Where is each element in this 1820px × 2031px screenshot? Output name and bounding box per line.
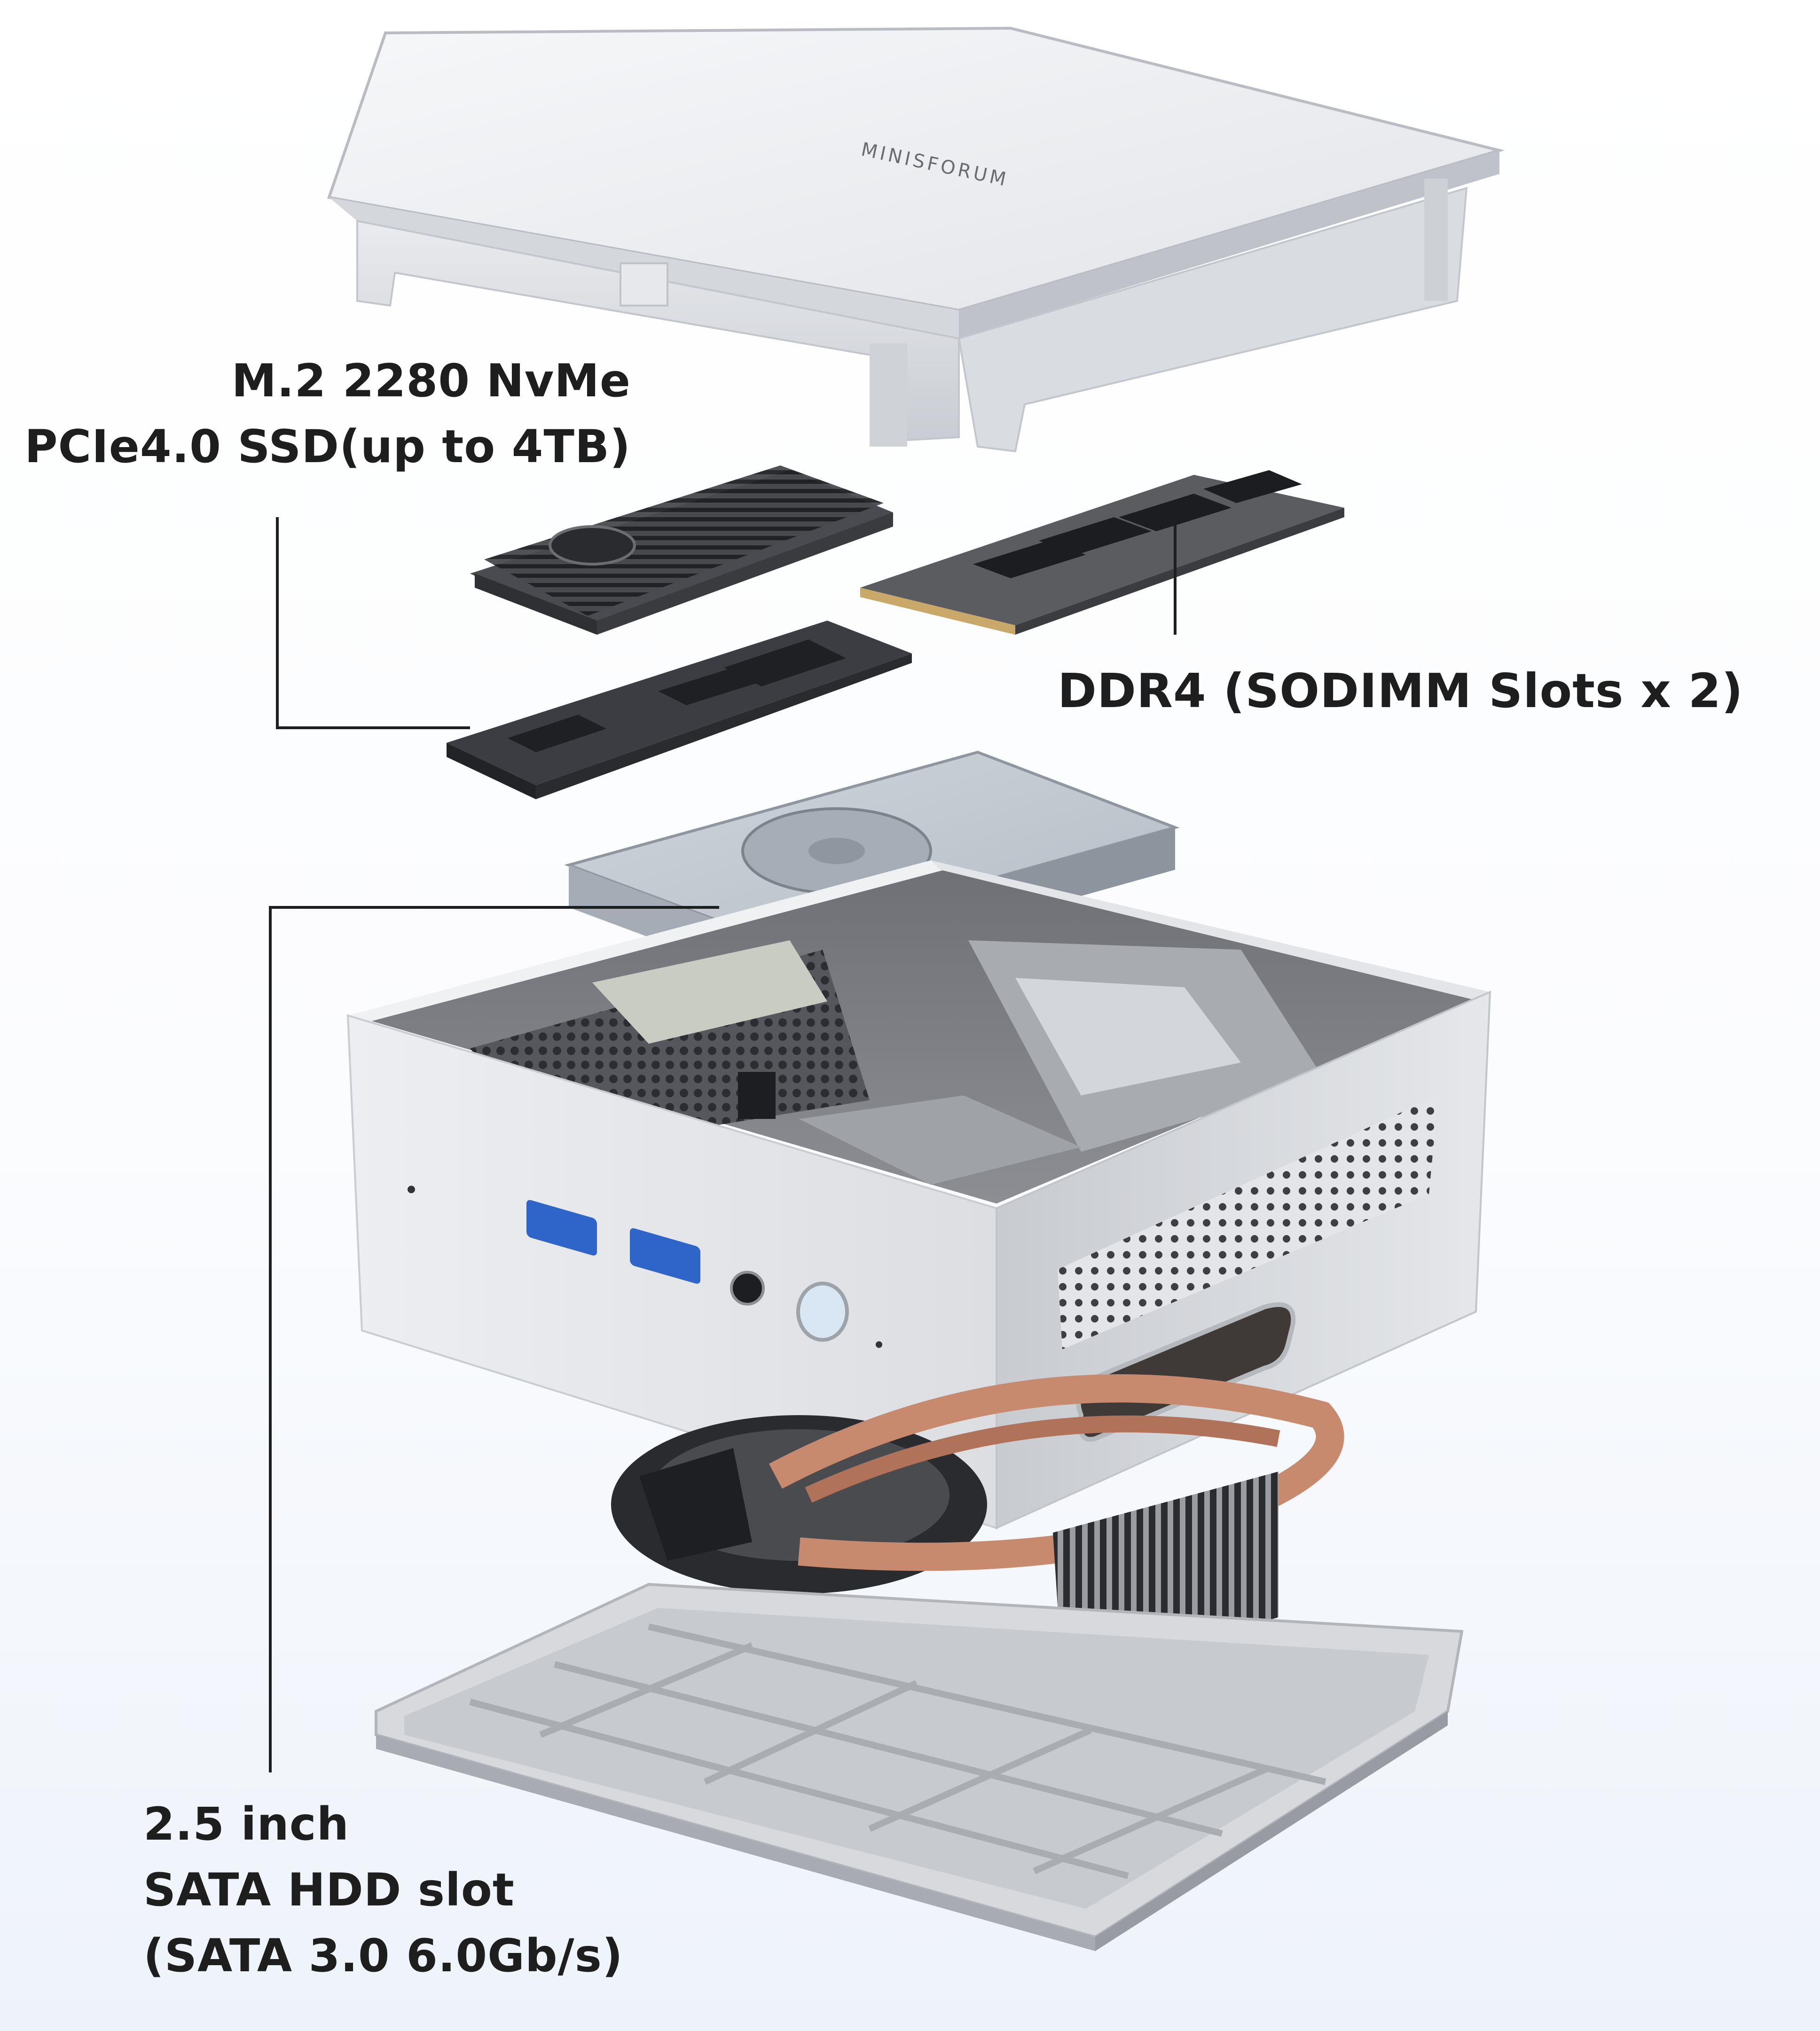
ssd-stick — [447, 621, 912, 799]
hdd-spec-line-1: 2.5 inch — [143, 1798, 349, 1850]
hdd-spec-line-2: SATA HDD slot — [143, 1864, 515, 1916]
ddr-spec-line: DDR4 (SODIMM Slots x 2) — [1058, 663, 1743, 718]
audio-jack — [730, 1271, 765, 1306]
ssd-spec-line-2: PCIe4.0 SSD(up to 4TB) — [24, 420, 631, 473]
hdd-leader-line — [269, 906, 719, 1772]
hdd-spec-label: 2.5 inch SATA HDD slot (SATA 3.0 6.0Gb/s… — [143, 1791, 623, 1989]
bottom-plate — [375, 1582, 1464, 1951]
ssd-heatsink — [470, 465, 893, 635]
power-button — [796, 1282, 849, 1342]
ddr-spec-label: DDR4 (SODIMM Slots x 2) — [1058, 658, 1743, 724]
ssd-leader-line — [276, 517, 470, 729]
top-lid: MINISFORUM — [327, 26, 1505, 453]
cooler-assembly — [611, 1374, 1344, 1678]
usb-port-2 — [630, 1228, 700, 1284]
chassis-body — [346, 860, 1491, 1530]
hdd-spec-line-3: (SATA 3.0 6.0Gb/s) — [143, 1929, 623, 1982]
ddr4-module — [860, 470, 1344, 635]
ssd-spec-line-1: M.2 2280 NvMe — [231, 354, 631, 407]
ssd-spec-label: M.2 2280 NvMe PCIe4.0 SSD(up to 4TB) — [24, 348, 631, 480]
usb-port-1 — [526, 1200, 597, 1256]
